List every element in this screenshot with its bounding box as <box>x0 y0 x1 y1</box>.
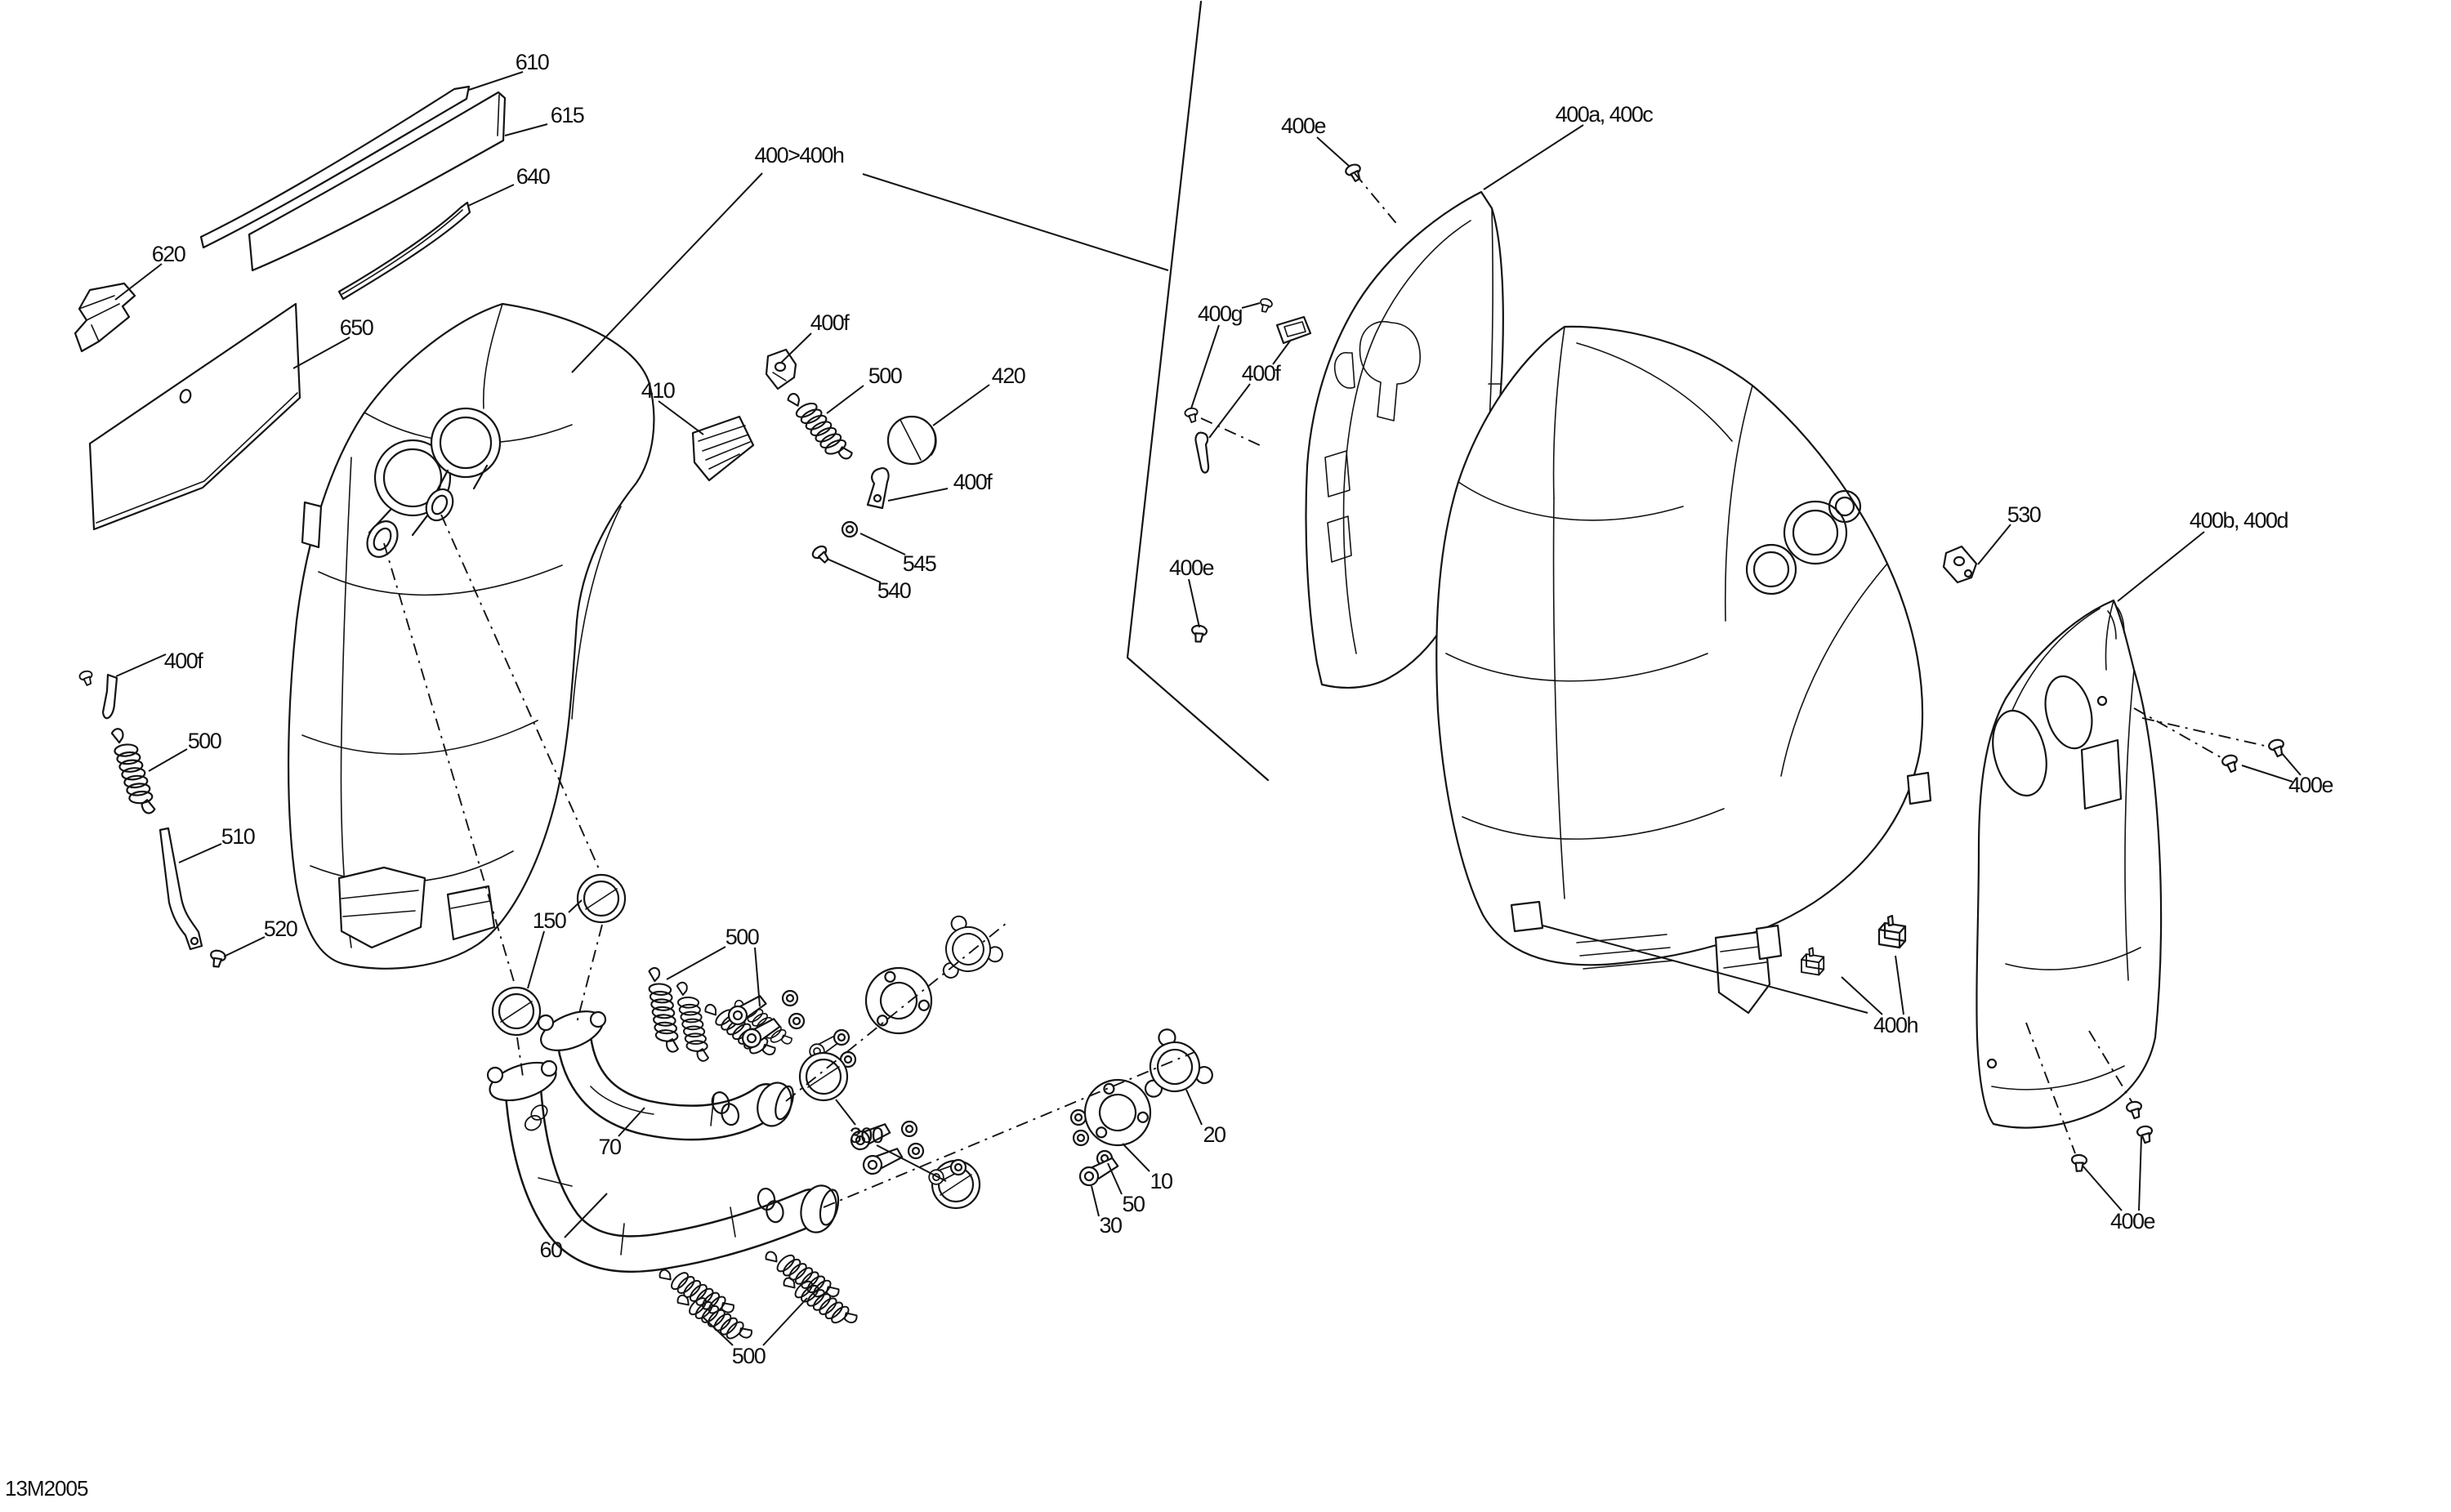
leader-line <box>568 899 583 913</box>
leader-line <box>292 337 350 369</box>
leader-line <box>932 384 990 426</box>
leader-line <box>2138 1136 2142 1211</box>
leader-line <box>702 1316 734 1346</box>
leader-line <box>2025 1022 2076 1154</box>
part-label-500-left: 500 <box>187 728 222 753</box>
leader-line <box>504 123 548 136</box>
part-label-400e-mid: 400e <box>1168 555 1215 580</box>
leader-line <box>862 173 1169 271</box>
part-label-530: 530 <box>2007 502 2042 527</box>
part-label-640: 640 <box>516 163 551 189</box>
leader-line <box>1542 925 1868 1014</box>
part-label-400b-400d: 400b, 400d <box>2189 507 2289 533</box>
leader-line <box>468 71 524 91</box>
part-label-300: 300 <box>849 1122 884 1148</box>
leader-line <box>1241 302 1261 309</box>
leader-line <box>666 946 726 980</box>
leader-line <box>1200 417 1262 447</box>
leader-line <box>1977 524 2011 565</box>
part-label-615: 615 <box>550 102 585 127</box>
leader-line <box>1316 136 1351 167</box>
leader-line <box>114 263 163 301</box>
leader-line <box>148 748 188 772</box>
part-label-20: 20 <box>1203 1122 1226 1147</box>
assembly-axis-lines <box>383 172 2266 1208</box>
part-label-60: 60 <box>539 1237 563 1262</box>
leader-line <box>658 400 704 435</box>
part-label-410: 410 <box>641 377 676 403</box>
leader-lines <box>114 71 2301 1346</box>
part-label-520: 520 <box>263 916 298 941</box>
leader-line <box>823 1051 1195 1208</box>
leader-line <box>754 947 761 1007</box>
leader-line <box>826 385 864 414</box>
leader-line <box>1483 124 1584 190</box>
leader-line <box>576 924 603 1024</box>
part-label-500-bottom: 500 <box>731 1343 766 1368</box>
part-label-400-to-400h: 400>400h <box>754 142 845 167</box>
part-label-420: 420 <box>991 363 1026 388</box>
leader-line <box>223 936 266 957</box>
part-label-650: 650 <box>339 314 374 340</box>
part-label-500-mid: 500 <box>725 924 760 949</box>
leader-line <box>876 1144 947 1182</box>
leader-line <box>1122 1143 1150 1172</box>
part-label-500-top: 500 <box>868 363 903 388</box>
part-label-400e-bottom-right: 400e <box>2109 1208 2156 1233</box>
leader-line <box>527 930 545 989</box>
part-label-150: 150 <box>532 908 567 933</box>
part-label-50: 50 <box>1122 1191 1145 1216</box>
leader-line <box>115 653 167 677</box>
leader-line <box>2082 1165 2123 1211</box>
part-label-70: 70 <box>598 1134 622 1159</box>
leader-line <box>1091 1185 1100 1217</box>
leader-line <box>2280 752 2301 776</box>
part-label-610: 610 <box>515 49 550 74</box>
leader-line <box>887 488 949 502</box>
part-label-620: 620 <box>151 241 186 266</box>
leader-line <box>571 172 763 373</box>
leader-line <box>1208 383 1251 439</box>
leader-line <box>835 1099 856 1126</box>
part-label-400e-top: 400e <box>1280 113 1327 138</box>
leader-line <box>1272 339 1292 365</box>
leader-line <box>780 332 812 364</box>
leader-line <box>178 843 222 863</box>
part-label-400e-right: 400e <box>2288 772 2334 797</box>
leader-line <box>1188 578 1200 628</box>
leader-line <box>618 1107 645 1137</box>
leader-line <box>516 1037 524 1077</box>
leader-line <box>2133 707 2221 758</box>
part-label-510: 510 <box>221 823 256 849</box>
part-label-400g: 400g <box>1197 301 1243 326</box>
leader-line <box>2241 765 2293 783</box>
leader-line <box>2117 531 2205 602</box>
leader-line <box>826 558 882 583</box>
part-label-10: 10 <box>1150 1168 1173 1193</box>
leader-line <box>1354 172 1400 227</box>
part-label-400f-inset: 400f <box>1241 360 1281 386</box>
part-label-400h: 400h <box>1873 1012 1919 1037</box>
part-label-545: 545 <box>902 551 937 576</box>
leader-line <box>1107 1162 1123 1195</box>
leader-line <box>2141 717 2266 747</box>
leader-line <box>785 922 1007 1102</box>
leader-line <box>564 1193 608 1238</box>
leader-line <box>762 1297 808 1346</box>
part-label-400f-left: 400f <box>163 648 203 673</box>
part-label-400f-top: 400f <box>810 310 850 335</box>
part-label-30: 30 <box>1099 1212 1123 1238</box>
leader-line <box>1841 976 1883 1015</box>
leader-line <box>1895 955 1904 1015</box>
leader-line <box>467 184 515 207</box>
leader-line <box>1185 1089 1203 1126</box>
part-label-400a-400c: 400a, 400c <box>1555 101 1654 127</box>
part-label-540: 540 <box>877 578 912 603</box>
leader-line <box>1190 324 1220 409</box>
diagram-code: 13M2005 <box>5 1476 88 1501</box>
part-label-400f-mid: 400f <box>953 469 993 494</box>
leader-line <box>859 533 906 555</box>
